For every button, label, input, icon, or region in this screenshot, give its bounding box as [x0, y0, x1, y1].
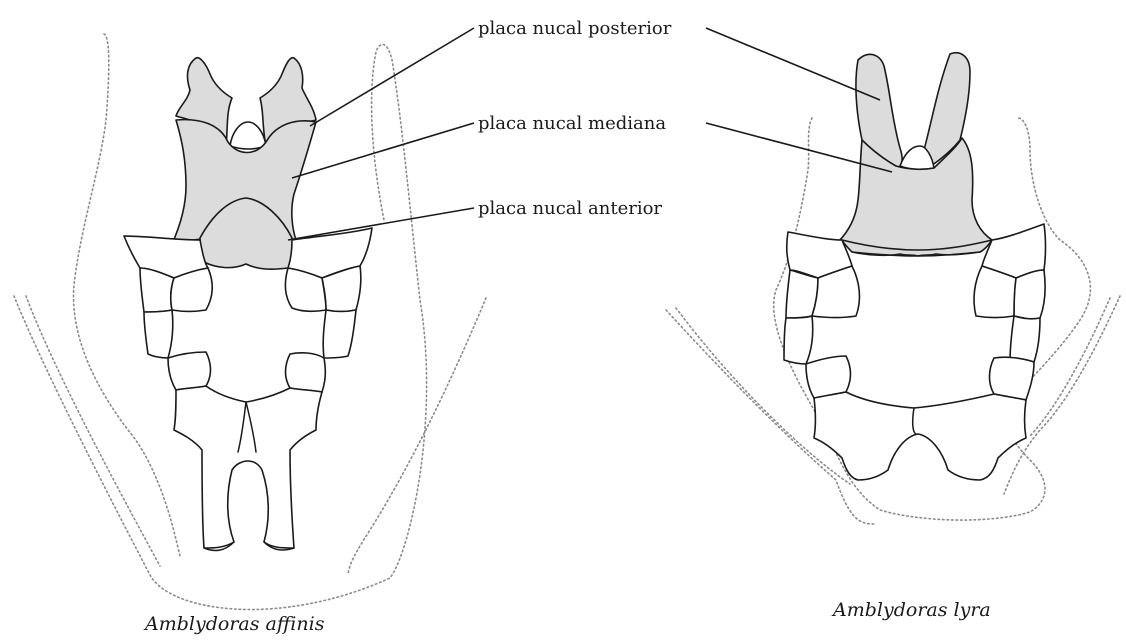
left-body-outline-right — [348, 298, 486, 574]
specimen-amblydoras-lyra — [666, 53, 1120, 524]
left-lateral-plate-left-3 — [144, 310, 173, 358]
left-lower-plate-complex — [168, 352, 325, 392]
leader-mediana-to-left — [292, 123, 474, 178]
right-lateral-plate-right-2 — [1014, 270, 1045, 319]
right-body-outline-lower — [676, 296, 1120, 494]
left-supraoccipital-knob — [230, 122, 266, 149]
leader-posterior-to-right — [706, 28, 880, 100]
leader-anterior-to-left — [288, 208, 474, 240]
label-placa-nucal-mediana: placa nucal mediana — [478, 113, 666, 134]
right-lower-shield — [814, 392, 1026, 480]
species-name-affinis: Amblydoras affinis — [143, 613, 325, 635]
label-placa-nucal-posterior: placa nucal posterior — [478, 18, 672, 39]
species-name-lyra: Amblydoras lyra — [831, 599, 991, 621]
left-body-outline-inner — [26, 296, 160, 566]
specimen-amblydoras-affinis — [14, 34, 486, 610]
label-placa-nucal-anterior: placa nucal anterior — [478, 198, 662, 219]
right-lateral-plate-right-3 — [1010, 316, 1040, 364]
right-lateral-plate-left-3 — [784, 316, 813, 364]
leader-posterior-to-left — [310, 28, 474, 126]
left-lateral-plate-right-3 — [323, 310, 356, 358]
